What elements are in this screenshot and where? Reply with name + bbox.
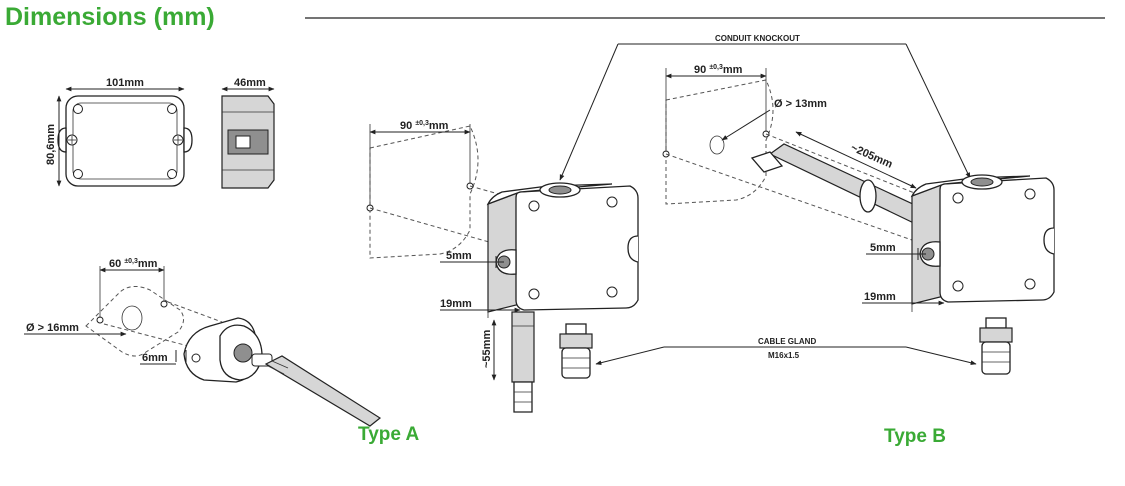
a-19mm-label: 19mm bbox=[440, 298, 472, 310]
b-19mm-label: 19mm bbox=[864, 291, 896, 303]
b-5mm-label: 5mm bbox=[870, 242, 896, 254]
hole-13-label: Ø > 13mm bbox=[774, 98, 827, 110]
height-806-label: 80,6mm bbox=[45, 124, 57, 165]
type-b-assembly bbox=[662, 79, 1055, 375]
front-view bbox=[57, 95, 193, 187]
side-view bbox=[221, 95, 275, 189]
type-b-label: Type B bbox=[884, 426, 946, 447]
width-101-label: 101mm bbox=[106, 77, 144, 89]
conduit-knockout-label: CONDUIT KNOCKOUT bbox=[715, 34, 800, 43]
depth-46-label: 46mm bbox=[234, 77, 266, 89]
gland-size-label: M16x1.5 bbox=[768, 351, 800, 360]
flange-view bbox=[85, 286, 382, 427]
type-a-label: Type A bbox=[358, 424, 420, 445]
flange-spacing-label: 60 ±0,3mm bbox=[109, 258, 158, 270]
a-5mm-label: 5mm bbox=[446, 250, 472, 262]
flange-6mm-label: 6mm bbox=[142, 352, 168, 364]
type-a-assembly bbox=[366, 125, 639, 413]
a-spacing-label: 90 ±0,3mm bbox=[400, 120, 449, 132]
b-spacing-label: 90 ±0,3mm bbox=[694, 64, 743, 76]
page-title: Dimensions (mm) bbox=[5, 3, 215, 31]
cable-gland-label: CABLE GLAND bbox=[758, 337, 816, 346]
probe-205-label: ~205mm bbox=[849, 142, 895, 171]
a-55mm-label: ~55mm bbox=[481, 330, 493, 368]
hole-16-label: Ø > 16mm bbox=[26, 322, 79, 334]
